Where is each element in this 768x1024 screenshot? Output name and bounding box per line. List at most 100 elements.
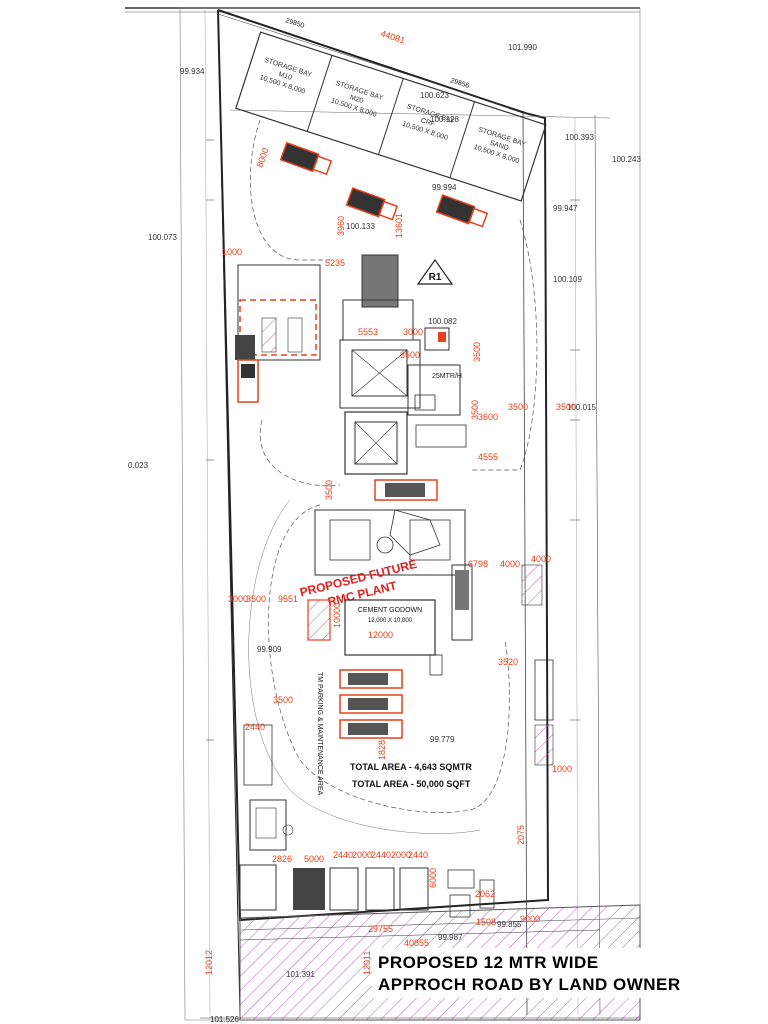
dimension-label: 6000 [428, 868, 438, 888]
dimension-label: 2075 [516, 825, 526, 845]
dimension-label: 4000 [500, 559, 520, 569]
level-annotation: 99.779 [430, 735, 455, 744]
right-parking-blocks [521, 564, 554, 766]
svg-text:CEMENT GODOWN: CEMENT GODOWN [358, 607, 422, 614]
dimension-label: 12000 [368, 630, 393, 640]
svg-text:R1: R1 [429, 272, 442, 283]
dimension-label: 3500 [472, 342, 482, 362]
dimension-label: 2440 [333, 850, 353, 860]
dimension-label: 4000 [531, 554, 551, 564]
left-vehicle [237, 359, 259, 403]
batching-plant [339, 254, 467, 475]
total-area-sqft: TOTAL AREA - 50,000 SQFT [352, 779, 471, 789]
plot-left-line [217, 9, 241, 1016]
level-annotation: 99.934 [180, 67, 205, 76]
dimension-label: 12011 [362, 951, 372, 975]
level-annotation: 100.128 [430, 115, 459, 124]
level-annotation: 99.987 [438, 933, 463, 942]
dimension-label: 2000 [352, 850, 372, 860]
loader-vehicles [279, 141, 489, 228]
road-loop-bottom [268, 504, 510, 813]
dimension-label: 12012 [204, 950, 214, 975]
dimension-label: 3500 [556, 402, 576, 412]
level-annotation: 100.109 [553, 275, 582, 284]
left-lower-blocks [243, 724, 294, 851]
dimension-label: 2000 [391, 850, 411, 860]
road-right [470, 219, 538, 471]
dimension-label: 1000 [552, 764, 572, 774]
dimension-label: 2440 [371, 850, 391, 860]
dimension-label: 3000 [228, 594, 248, 604]
dimension-label: 4555 [478, 452, 498, 462]
svg-text:12,000 X 10,000: 12,000 X 10,000 [368, 618, 413, 624]
dimension-label: 1000 [222, 247, 242, 257]
storage-bay-2: STORAGE BAY M20 10,500 X 8,000 [330, 80, 384, 119]
dimension-label: 9551 [278, 594, 298, 604]
dim-inner-top-1: 29850 [284, 17, 305, 30]
dimension-label: 40855 [404, 938, 429, 948]
dimension-label: 3960 [336, 216, 346, 236]
svg-text:M20: M20 [349, 94, 364, 105]
total-area-sqm: TOTAL AREA - 4,643 SQMTR [350, 762, 472, 772]
lower-plant-area [314, 509, 466, 576]
level-annotation: 100.073 [148, 233, 177, 242]
dimension-label: 2062 [475, 889, 495, 899]
dimension-label: 5235 [325, 258, 345, 268]
dimension-label: 5000 [304, 854, 324, 864]
dimension-label: 6798 [468, 559, 488, 569]
cement-godown: CEMENT GODOWN 12,000 X 10,000 [344, 599, 436, 656]
level-annotation: 99.855 [497, 920, 522, 929]
level-annotation: 100.393 [565, 133, 594, 142]
dimension-label: 1508 [476, 917, 496, 927]
tm-parking-trucks [339, 669, 403, 739]
dimension-label: 3500 [324, 480, 334, 500]
plant-capacity-label: 25MTR/H [432, 373, 462, 380]
storage-bay-4: STORAGE BAY SAND 10,500 X 8,000 [473, 126, 527, 165]
level-annotation: 100.082 [428, 317, 457, 326]
road-label-line2: APPROCH ROAD BY LAND OWNER [378, 975, 681, 994]
dimension-label: 3500 [508, 402, 528, 412]
level-annotation: 99.909 [257, 645, 282, 654]
dimension-label: 3500 [273, 695, 293, 705]
level-annotation: 0.023 [128, 461, 149, 470]
dimension-label: 2440 [408, 850, 428, 860]
level-annotation: 101.391 [286, 970, 315, 979]
small-hatched-block [307, 599, 331, 641]
road-top-left [250, 119, 330, 261]
dimension-label: 3520 [498, 657, 518, 667]
dimension-label: 3500 [470, 400, 480, 420]
dimension-label: 29755 [368, 924, 393, 934]
level-annotation: 100.015 [567, 403, 596, 412]
mixer-truck-top [374, 479, 438, 501]
dimension-label: 2440 [245, 722, 265, 732]
storage-bays: STORAGE BAY M10 10,500 X 8,000 STORAGE B… [235, 31, 547, 202]
dim-overall-top: 44081 [379, 28, 406, 45]
level-annotation: 100.243 [612, 155, 641, 164]
dimension-label: 10000 [332, 603, 342, 628]
dimension-label: 13601 [394, 213, 404, 238]
svg-text:M10: M10 [278, 71, 293, 82]
dimension-label: 2826 [272, 854, 292, 864]
tm-parking-label: TM PARKING & MAINTENANCE AREA [316, 672, 323, 795]
left-building [235, 264, 321, 361]
dimension-label: 5553 [358, 327, 378, 337]
level-annotation: 100.623 [420, 91, 449, 100]
dimension-ticks [206, 139, 580, 741]
dimension-label: 1828 [377, 740, 387, 760]
dimension-label: 3500 [246, 594, 266, 604]
dimension-label: 3000 [403, 327, 423, 337]
dimension-label: 8000 [254, 146, 270, 168]
dimension-label: 9000 [520, 914, 540, 924]
r1-marker: R1 [416, 258, 454, 285]
road-label-bg [372, 948, 642, 998]
level-annotation: 100.133 [346, 222, 375, 231]
level-annotations: 99.934 101.990 100.623 100.393 100.243 100.12… [128, 43, 641, 1024]
level-annotation: 99.994 [432, 183, 457, 192]
level-annotation: 101.526 [210, 1015, 239, 1024]
level-annotation: 99.947 [553, 204, 578, 213]
level-annotation: 101.990 [508, 43, 537, 52]
svg-text:CRF: CRF [420, 117, 436, 128]
truck-right [429, 564, 473, 676]
